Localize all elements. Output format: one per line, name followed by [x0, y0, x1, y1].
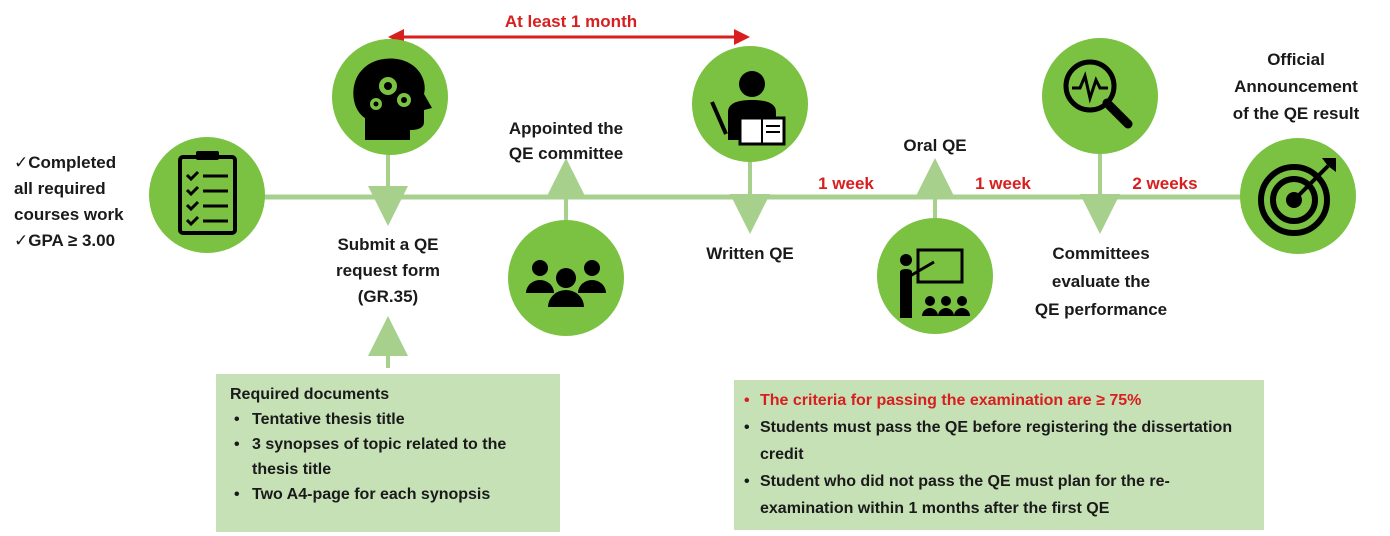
- required-documents-list: •Tentative thesis title •3 synopses of t…: [230, 407, 546, 507]
- list-item: •Tentative thesis title: [234, 411, 405, 428]
- doc-item-text: Tentative thesis title: [252, 411, 405, 428]
- teacher-book-icon: [692, 46, 808, 162]
- head-gears-icon: [332, 39, 448, 155]
- duration-1-week-a: 1 week: [818, 174, 874, 193]
- announcement-label: Official Announcement of the QE result: [1210, 46, 1382, 127]
- evaluate-line-1: Committees: [1052, 244, 1150, 263]
- target-icon: [1240, 138, 1356, 254]
- team-icon: [508, 220, 624, 336]
- doc-item-text: Two A4-page for each synopsis: [252, 486, 491, 503]
- list-item: •3 synopses of topic related to the thes…: [234, 436, 507, 478]
- announce-line-1: Official: [1267, 50, 1325, 69]
- appoint-committee-label: Appointed the QE committee: [478, 116, 654, 166]
- interval-label: At least 1 month: [504, 12, 638, 31]
- oral-qe-label: Oral QE: [903, 136, 967, 155]
- prerequisites-text: ✓Completed all required courses work ✓GP…: [14, 150, 164, 254]
- prereq-line-4: ✓GPA ≥ 3.00: [14, 231, 116, 250]
- presentation-icon: [877, 218, 993, 334]
- list-item: •Students must pass the QE before regist…: [744, 419, 1233, 463]
- criteria-item-text: The criteria for passing the examination…: [760, 392, 1142, 409]
- evaluate-performance-label: Committees evaluate the QE performance: [1008, 240, 1194, 324]
- list-item: •Two A4-page for each synopsis: [234, 486, 491, 503]
- announce-line-2: Announcement: [1234, 77, 1358, 96]
- prereq-line-1: ✓Completed: [14, 153, 117, 172]
- checklist-icon: [149, 137, 265, 253]
- required-documents-title: Required documents: [230, 386, 390, 403]
- list-item: •Student who did not pass the QE must pl…: [744, 473, 1170, 517]
- criteria-list: •The criteria for passing the examinatio…: [742, 387, 1252, 522]
- submit-line-1: Submit a QE: [337, 235, 439, 254]
- submit-line-2: request form: [336, 261, 440, 280]
- evaluate-line-3: QE performance: [1034, 300, 1168, 319]
- duration-2-weeks: 2 weeks: [1132, 174, 1198, 193]
- appoint-line-2: QE committee: [508, 144, 624, 163]
- duration-1-week-b: 1 week: [975, 174, 1031, 193]
- written-qe-label: Written QE: [706, 244, 794, 263]
- criteria-box: •The criteria for passing the examinatio…: [734, 380, 1264, 530]
- prereq-line-3: courses work: [14, 205, 124, 224]
- magnifier-pulse-icon: [1042, 38, 1158, 154]
- criteria-item-text: Student who did not pass the QE must pla…: [760, 473, 1170, 517]
- list-item: •The criteria for passing the examinatio…: [744, 392, 1142, 409]
- evaluate-line-2: evaluate the: [1051, 272, 1151, 291]
- announce-line-3: of the QE result: [1232, 104, 1360, 123]
- appoint-line-1: Appointed the: [508, 119, 624, 138]
- doc-item-text: 3 synopses of topic related to the thesi…: [252, 436, 507, 478]
- submit-line-3: (GR.35): [357, 287, 419, 306]
- required-documents-box: Required documents •Tentative thesis tit…: [216, 374, 560, 532]
- prereq-line-2: all required: [14, 179, 106, 198]
- submit-request-label: Submit a QE request form (GR.35): [298, 232, 478, 310]
- criteria-item-text: Students must pass the QE before registe…: [760, 419, 1233, 463]
